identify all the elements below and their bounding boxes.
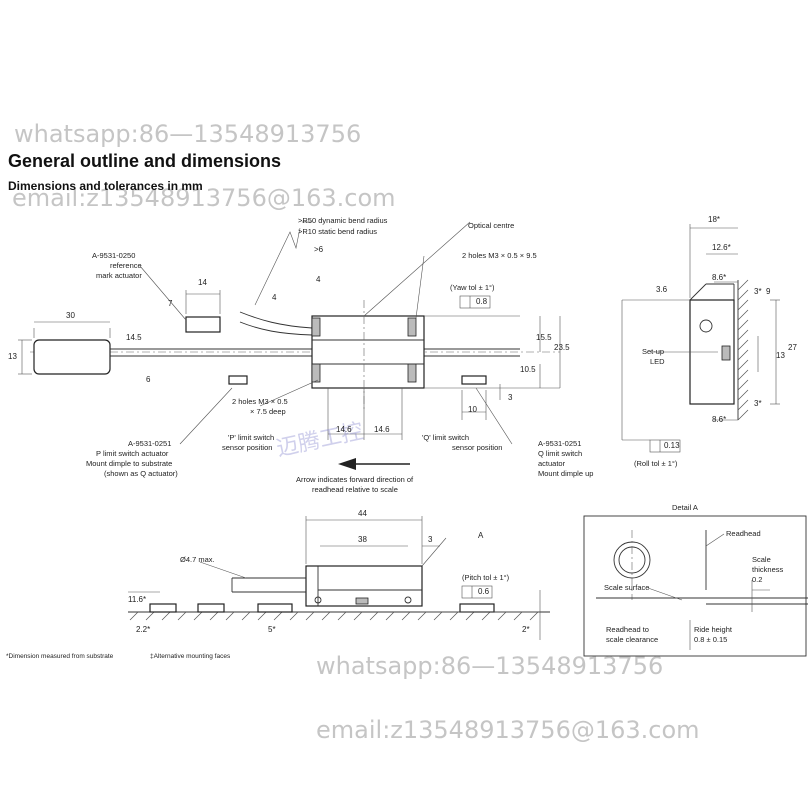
- setup-led-line2: LED: [650, 357, 665, 366]
- q-actuator-line4: Mount dimple up: [538, 469, 594, 478]
- yaw-tol-label: (Yaw tol ± 1°): [450, 283, 495, 292]
- dim-9: 9: [766, 287, 771, 296]
- dim-3-side: 3: [428, 535, 433, 544]
- dim-8-6-top: 8.6*: [712, 273, 727, 282]
- dim-12-6: 12.6*: [712, 243, 731, 252]
- arrow-note-line2: readhead relative to scale: [312, 485, 398, 494]
- watermark-email-bottom: email:z13548913756@163.com: [316, 716, 700, 744]
- dim-38: 38: [358, 535, 367, 544]
- dim-3-bottom: 3*: [754, 399, 762, 408]
- dim-13: 13: [8, 352, 17, 361]
- dim-10-5: 10.5: [520, 365, 536, 374]
- footnote-measured: *Dimension measured from substrate: [6, 653, 114, 660]
- dim-13-end: 13: [776, 351, 785, 360]
- ref-actuator-line2: reference: [110, 261, 142, 270]
- q-actuator-line2: Q limit switch: [538, 449, 583, 458]
- optical-centre-label: Optical centre: [468, 221, 515, 230]
- q-limit-position-line1: 'Q' limit switch: [422, 433, 470, 442]
- dim-14-6-left: 14.6: [336, 425, 352, 434]
- dim-23-5: 23.5: [554, 343, 570, 352]
- q-actuator-part: A-9531-0251: [538, 439, 582, 448]
- q-limit-position-line2: sensor position: [452, 443, 503, 452]
- p-actuator-line3: Mount dimple to substrate: [86, 459, 173, 468]
- detail-a-title: Detail A: [672, 503, 698, 512]
- dim-3-top: 3*: [754, 287, 762, 296]
- diameter-label: Ø4.7 max.: [180, 555, 215, 564]
- ride-height-line2: 0.8 ± 0.15: [694, 635, 728, 644]
- dim-14-6-right: 14.6: [374, 425, 390, 434]
- dim-15-5: 15.5: [536, 333, 552, 342]
- dim-14-5: 14.5: [126, 333, 142, 342]
- dim-gt6: >6: [314, 245, 324, 254]
- dim-44: 44: [358, 509, 367, 518]
- q-actuator-line3: actuator: [538, 459, 566, 468]
- dim-30: 30: [66, 311, 75, 320]
- pitch-tol-label: (Pitch tol ± 1°): [462, 573, 510, 582]
- clearance-line2: scale clearance: [606, 635, 659, 644]
- dim-7: 7: [168, 299, 173, 308]
- pitch-value: 0.6: [478, 587, 490, 596]
- p-limit-position-line2: sensor position: [222, 443, 273, 452]
- dim-4-top: 4: [316, 275, 321, 284]
- p-limit-position-line1: 'P' limit switch: [228, 433, 275, 442]
- arrow-note-line1: Arrow indicates forward direction of: [296, 475, 414, 484]
- setup-led-line1: Set-up: [642, 347, 665, 356]
- p-actuator-line4: (shown as Q actuator): [104, 469, 178, 478]
- dim-3-6: 3.6: [656, 285, 668, 294]
- readhead-label: Readhead: [726, 529, 761, 538]
- footnote-alternative: ‡Alternative mounting faces: [150, 653, 231, 660]
- dim-27: 27: [788, 343, 797, 352]
- watermark-email-top: email:z13548913756@163.com: [12, 184, 396, 212]
- yaw-value: 0.8: [476, 297, 488, 306]
- dim-4-left: 4: [272, 293, 277, 302]
- watermark-phone-top: whatsapp:86—13548913756: [14, 120, 362, 148]
- p-actuator-part: A-9531-0251: [128, 439, 172, 448]
- dim-8-6-bottom: 8.6*: [712, 415, 727, 424]
- bend-dynamic-label: >R50 dynamic bend radius: [298, 216, 388, 225]
- roll-tol-label: (Roll tol ± 1°): [634, 459, 678, 468]
- dim-18: 18*: [708, 215, 721, 224]
- dim-10: 10: [468, 405, 477, 414]
- bend-static-label: >R10 static bend radius: [298, 227, 378, 236]
- holes-bottom-line1: 2 holes M3 × 0.5: [232, 397, 288, 406]
- watermark-phone-bottom: whatsapp:86—13548913756: [316, 652, 664, 680]
- label-a: A: [478, 531, 484, 540]
- scale-thickness-line1: Scale: [752, 555, 771, 564]
- dim-2: 2*: [522, 625, 530, 634]
- page-subtitle: Dimensions and tolerances in mm: [8, 179, 203, 193]
- roll-value: 0.13: [664, 441, 680, 450]
- p-actuator-line2: P limit switch actuator: [96, 449, 169, 458]
- dim-5: 5*: [268, 625, 276, 634]
- ref-actuator-line3: mark actuator: [96, 271, 142, 280]
- dim-14: 14: [198, 278, 207, 287]
- clearance-line1: Readhead to: [606, 625, 649, 634]
- scale-thickness-line2: thickness: [752, 565, 784, 574]
- scale-surface-label: Scale surface: [604, 583, 650, 592]
- holes-bottom-line2: × 7.5 deep: [250, 407, 286, 416]
- ride-height-line1: Ride height: [694, 625, 732, 634]
- page-title: General outline and dimensions: [8, 151, 282, 171]
- dim-6: 6: [146, 375, 151, 384]
- dim-2-2: 2.2*: [136, 625, 151, 634]
- dim-3: 3: [508, 393, 513, 402]
- scale-thickness-value: 0.2: [752, 575, 763, 584]
- holes-top-label: 2 holes M3 × 0.5 × 9.5: [462, 251, 537, 260]
- ref-actuator-part: A-9531-0250: [92, 251, 136, 260]
- dim-11-6: 11.6*: [128, 595, 147, 604]
